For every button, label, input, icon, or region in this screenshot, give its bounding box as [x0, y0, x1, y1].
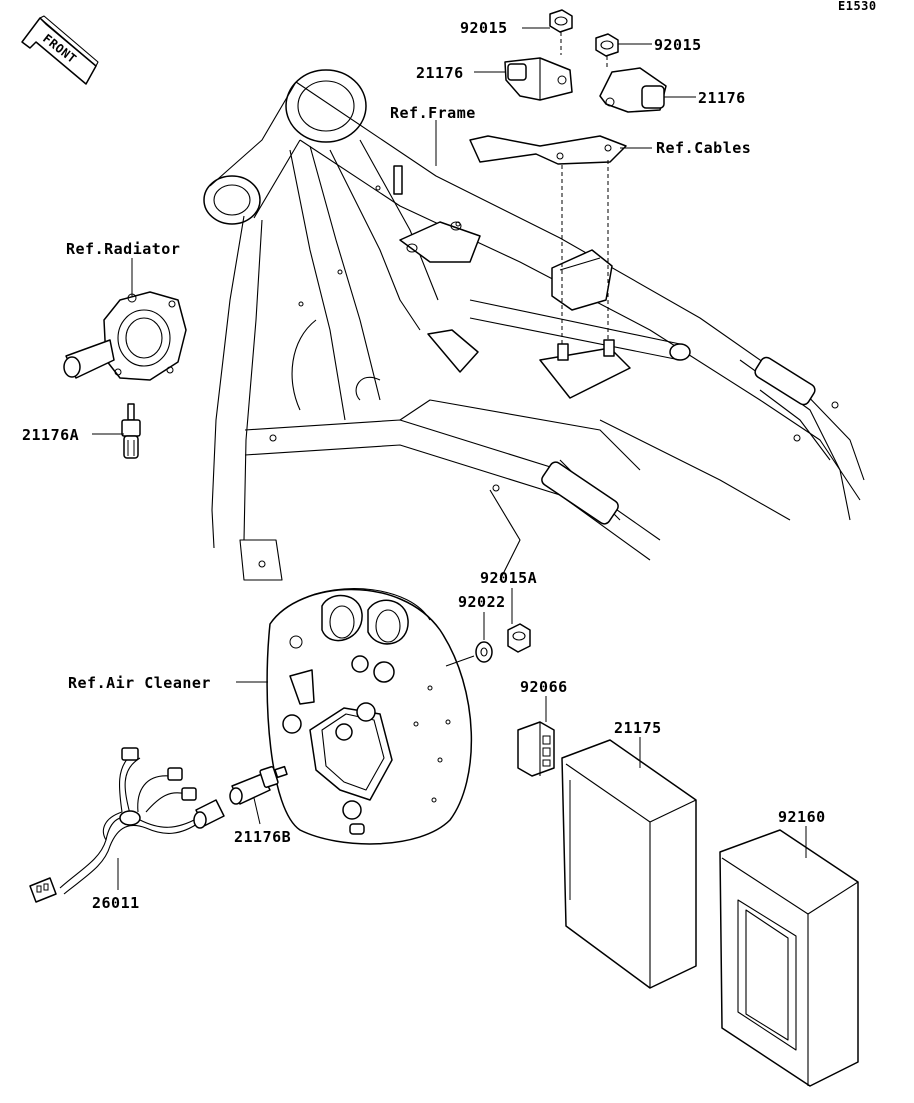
sensor-21176-left-icon [504, 57, 573, 101]
label-92066: 92066 [520, 678, 568, 696]
ecu-21175-icon [561, 739, 697, 989]
label-92015-left: 92015 [460, 19, 508, 37]
cable-bracket-icon [469, 135, 627, 165]
nut-92015-left-icon [549, 9, 573, 33]
label-ref-radiator: Ref.Radiator [66, 240, 180, 258]
frame-drawing [203, 69, 865, 581]
washer-92022-icon [475, 641, 493, 663]
label-21176b: 21176B [234, 828, 291, 846]
diagram-code: E1530 [838, 0, 877, 13]
label-92160: 92160 [778, 808, 826, 826]
cover-92160-icon [719, 829, 859, 1087]
nut-92015-right-icon [595, 33, 619, 57]
label-92022: 92022 [458, 593, 506, 611]
label-21176-right: 21176 [698, 89, 746, 107]
sensor-21176a-icon [121, 403, 141, 459]
label-92015-right: 92015 [654, 36, 702, 54]
connector-92066-icon [517, 721, 555, 777]
label-26011: 26011 [92, 894, 140, 912]
label-ref-frame: Ref.Frame [390, 104, 476, 122]
air-cleaner-housing-icon [266, 588, 473, 845]
wire-harness-26011-icon [29, 747, 225, 903]
label-21175: 21175 [614, 719, 662, 737]
sensor-21176b-icon [229, 765, 288, 805]
radiator-housing-icon [63, 291, 187, 381]
nut-92015a-icon [507, 623, 531, 653]
label-ref-cables: Ref.Cables [656, 139, 751, 157]
label-ref-air-cleaner: Ref.Air Cleaner [68, 674, 211, 692]
label-92015a: 92015A [480, 569, 537, 587]
sensor-21176-right-icon [599, 67, 667, 113]
front-arrow-icon: FRONT [21, 15, 99, 85]
label-21176-left: 21176 [416, 64, 464, 82]
label-21176a: 21176A [22, 426, 79, 444]
